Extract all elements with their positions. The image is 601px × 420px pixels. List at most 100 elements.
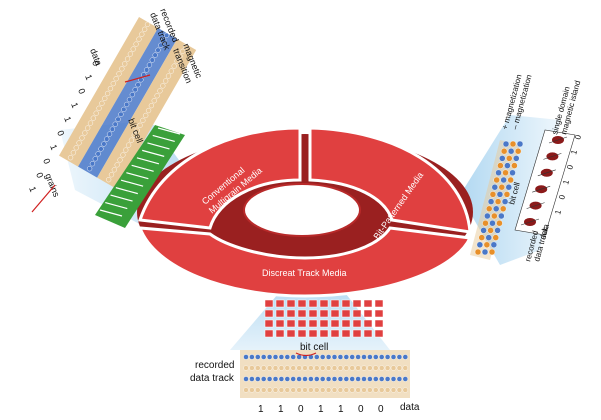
grain-dot <box>95 151 101 157</box>
bottom-grain <box>272 365 279 371</box>
bottom-grain <box>390 365 397 371</box>
bottom-grain <box>249 376 255 382</box>
green-track-strip <box>95 125 185 228</box>
island-dot <box>513 155 520 162</box>
track-square <box>264 329 274 338</box>
bottom-grain <box>402 387 408 393</box>
grain-dot <box>129 92 135 98</box>
island-dot <box>476 241 484 249</box>
bottom-grain <box>355 387 361 393</box>
bottom-grain <box>249 365 255 371</box>
left-digit: 0 <box>41 157 52 165</box>
island-dot <box>495 169 502 177</box>
track-square <box>330 319 340 328</box>
track-square <box>363 329 373 338</box>
bottom-grain <box>272 354 279 360</box>
bottom-grain <box>373 365 379 371</box>
island-dot <box>487 198 495 205</box>
bottom-grain <box>367 354 373 360</box>
island-dot <box>497 162 504 169</box>
track-square <box>308 319 318 328</box>
bottom-grain <box>390 376 397 382</box>
right-digit: 0 <box>565 163 575 170</box>
bottom-digit: 1 <box>318 404 324 415</box>
bottom-grain <box>266 365 273 371</box>
left-digit: 1 <box>83 73 94 81</box>
bottom-grain <box>390 354 397 360</box>
bottom-grain <box>278 354 285 360</box>
track-square <box>374 309 384 318</box>
bottom-grain <box>402 354 408 360</box>
grain-dot <box>140 117 146 124</box>
bottom-grain <box>290 354 296 360</box>
track-square <box>286 309 296 318</box>
bottom-grain <box>379 376 385 382</box>
island-dot <box>491 183 498 191</box>
grain-dot <box>119 66 125 72</box>
island-dot <box>501 198 509 205</box>
track-square <box>264 319 274 328</box>
island-dot <box>492 234 499 241</box>
bottom-grain <box>337 387 344 393</box>
grain-dot <box>128 137 135 143</box>
bottom-grain <box>284 376 290 382</box>
bottom-grain <box>314 354 320 360</box>
bottom-grain <box>320 365 326 371</box>
track-square <box>319 299 329 308</box>
bottom-grain <box>325 365 332 371</box>
grain-dot <box>177 53 183 59</box>
grain-dot <box>152 52 158 58</box>
bottom-grain <box>243 387 249 393</box>
track-square <box>341 329 351 338</box>
track-square <box>352 309 362 318</box>
grain-dot <box>123 147 129 153</box>
bottom-grain <box>349 354 355 360</box>
grain-dot <box>104 90 111 97</box>
grain-dot <box>131 132 137 138</box>
island-dot <box>502 169 509 177</box>
grain-dot <box>161 37 167 43</box>
grain-dot <box>122 61 128 67</box>
grain-dot <box>70 150 76 156</box>
island-track-line <box>537 169 556 177</box>
track-square <box>363 319 373 328</box>
track-square <box>330 329 340 338</box>
right-digit: 1 <box>561 178 571 185</box>
track-stripe <box>126 172 149 180</box>
bottom-grain <box>390 387 397 393</box>
bottom-red-squares <box>264 299 384 338</box>
bit-cell-brace <box>295 352 317 357</box>
segment-discrete-label: Discreat Track Media <box>262 268 347 278</box>
grain-dot <box>92 156 98 162</box>
island-dot <box>509 140 517 148</box>
grain-dot <box>118 111 124 117</box>
left-digit: 0 <box>55 129 66 137</box>
bottom-grain <box>266 376 273 382</box>
grain-dot <box>107 85 114 92</box>
bottom-grain <box>249 387 255 393</box>
island-dot <box>499 155 506 162</box>
track-square <box>363 299 373 308</box>
track-square <box>308 329 318 338</box>
grain-dot <box>183 43 189 49</box>
track-square <box>297 319 307 328</box>
bottom-grain <box>284 387 290 393</box>
island-dot <box>500 147 508 155</box>
bottom-grain <box>379 354 385 360</box>
track-square <box>275 299 285 308</box>
grain-dot <box>104 136 110 142</box>
track-stripe <box>157 127 181 135</box>
island-dot <box>483 241 491 249</box>
track-stripe <box>120 179 144 187</box>
bottom-grain <box>402 376 408 382</box>
left-digit: 0 <box>76 87 87 95</box>
grain-dot <box>87 120 94 126</box>
island-dot <box>498 212 505 220</box>
bottom-grain <box>361 354 367 360</box>
grain-dot <box>180 48 186 54</box>
grain-dot <box>90 115 96 121</box>
track-square <box>352 319 362 328</box>
island-dot <box>504 162 511 169</box>
